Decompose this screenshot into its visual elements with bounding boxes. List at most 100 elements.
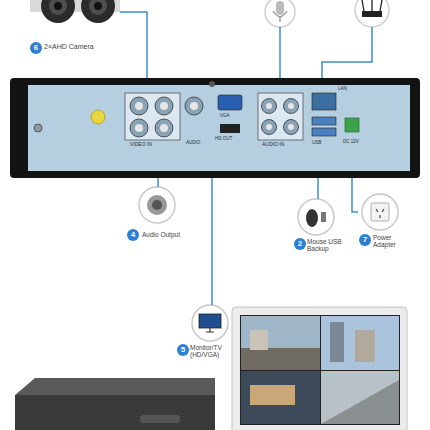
dvr-back-panel-part xyxy=(91,110,105,124)
dome-cameras-part xyxy=(41,0,75,23)
dvr-back-panel-part xyxy=(130,119,148,137)
cable-line xyxy=(317,178,319,199)
dome-cameras-part xyxy=(81,0,115,23)
node-label: DC 12V xyxy=(343,139,371,144)
node-label: VIDEO IN xyxy=(130,142,180,148)
monitor-icon-part xyxy=(206,328,214,332)
cable-connector xyxy=(318,178,319,199)
power-node: Power Adapter xyxy=(358,194,408,256)
dvr-back-panel-part xyxy=(288,103,294,109)
dvr-front-part xyxy=(15,395,215,430)
cable-connector xyxy=(352,178,358,212)
router-icon-part xyxy=(362,0,382,11)
node-label: AUDIO IN xyxy=(262,142,302,148)
callout-number: 4 xyxy=(127,229,139,241)
monitor-icon-part xyxy=(199,314,221,328)
dvr-back-panel-part xyxy=(266,124,272,130)
large-monitor-part xyxy=(240,315,400,425)
audio-output-icon-part xyxy=(139,187,175,223)
large-monitor-part xyxy=(321,380,399,424)
mouse-icon xyxy=(298,199,334,235)
router-icon xyxy=(355,0,389,27)
dvr-back-panel-part xyxy=(284,120,299,135)
dvr-back-panel-part xyxy=(155,97,173,115)
node-label: Mouse USB Backup xyxy=(307,238,349,253)
dvr-back-panel-part xyxy=(135,102,143,110)
dome-cameras-part xyxy=(94,2,102,10)
node-label: Monitor/TV (HD/VGA) xyxy=(190,344,236,359)
microphone-icon-part xyxy=(265,0,295,27)
mouse-icon-part xyxy=(306,209,318,227)
audio-output-icon-part xyxy=(152,200,162,210)
dvr-back-panel-part xyxy=(34,124,42,132)
large-monitor-part xyxy=(321,316,399,370)
monitor-icon xyxy=(192,305,228,341)
dvr-back-panel-part xyxy=(312,128,336,136)
monitor-icon-part xyxy=(192,305,228,341)
microphone-icon-part xyxy=(276,1,284,15)
audio-output-icon xyxy=(139,187,175,223)
dvr-back-panel-part xyxy=(262,99,277,114)
dome-cameras xyxy=(30,0,120,23)
microphone-icon-part xyxy=(273,11,287,22)
monitor-node: Monitor/TV (HD/VGA) xyxy=(172,305,237,373)
dvr-back-panel-part xyxy=(185,97,203,115)
microphone-icon xyxy=(265,0,295,27)
large-monitor xyxy=(232,307,407,430)
node-label: HD OUT xyxy=(215,136,245,141)
dvr-panel: VIDEO INAUDIOVGAHD OUTAUDIO INLANUSBDC 1… xyxy=(10,78,420,178)
large-monitor-part xyxy=(241,371,320,424)
dvr-back-panel-part xyxy=(284,99,299,114)
dvr-back-panel-part xyxy=(160,102,168,110)
router-icon-part xyxy=(355,0,389,27)
large-monitor-part xyxy=(241,348,320,370)
node-label: VGA xyxy=(220,113,242,118)
router-icon-part xyxy=(362,11,382,17)
dvr-back-panel-part xyxy=(28,85,410,171)
dome-cameras-part xyxy=(49,0,67,15)
large-monitor-part xyxy=(232,307,407,430)
dome-cameras-part xyxy=(54,2,62,10)
dome-cameras-part xyxy=(89,0,107,15)
dvr-back-panel-part xyxy=(160,124,168,132)
mouse-icon-part xyxy=(321,212,326,222)
cable-line xyxy=(352,178,358,212)
large-monitor-part xyxy=(321,371,399,424)
callout-number: 2 xyxy=(294,238,306,250)
dvr-back-panel-part xyxy=(258,93,303,140)
dvr-front-part xyxy=(140,415,180,423)
mouse-node: Mouse USB Backup xyxy=(285,199,355,259)
node-label: 2×AHD Camera xyxy=(44,43,119,51)
power-outlet-icon-part xyxy=(371,203,389,221)
dvr-back-panel-part xyxy=(10,78,420,178)
node-label: Audio Output xyxy=(142,231,202,238)
dvr-back-panel-part xyxy=(130,97,148,115)
node-label: Power Adapter xyxy=(373,234,408,249)
callout-number: 7 xyxy=(359,234,371,246)
cable-line xyxy=(211,178,213,305)
dvr-back-panel-part xyxy=(218,95,242,110)
dvr-back-panel-part xyxy=(209,81,215,87)
node-label: USB xyxy=(312,140,332,145)
power-outlet-icon xyxy=(362,194,398,230)
large-monitor-part xyxy=(250,385,295,405)
dvr-back-panel-part xyxy=(220,124,240,133)
node-label: LAN xyxy=(338,86,358,91)
dvr-back-panel-part xyxy=(190,102,198,110)
cable-connector xyxy=(120,12,147,78)
dvr-back-panel-part xyxy=(312,93,336,110)
large-monitor-part xyxy=(250,330,268,350)
dvr-back-panel-part xyxy=(266,103,272,109)
dvr-back-panel-part xyxy=(345,118,359,132)
cable-connector xyxy=(158,178,159,187)
dvr-back-panel-part xyxy=(288,124,294,130)
dvr-back-panel-part xyxy=(155,119,173,137)
power-outlet-icon-part xyxy=(376,209,384,218)
cable-line xyxy=(157,178,159,187)
mouse-icon-part xyxy=(298,199,334,235)
dvr-front xyxy=(15,378,215,430)
callout-number: 6 xyxy=(30,42,42,54)
